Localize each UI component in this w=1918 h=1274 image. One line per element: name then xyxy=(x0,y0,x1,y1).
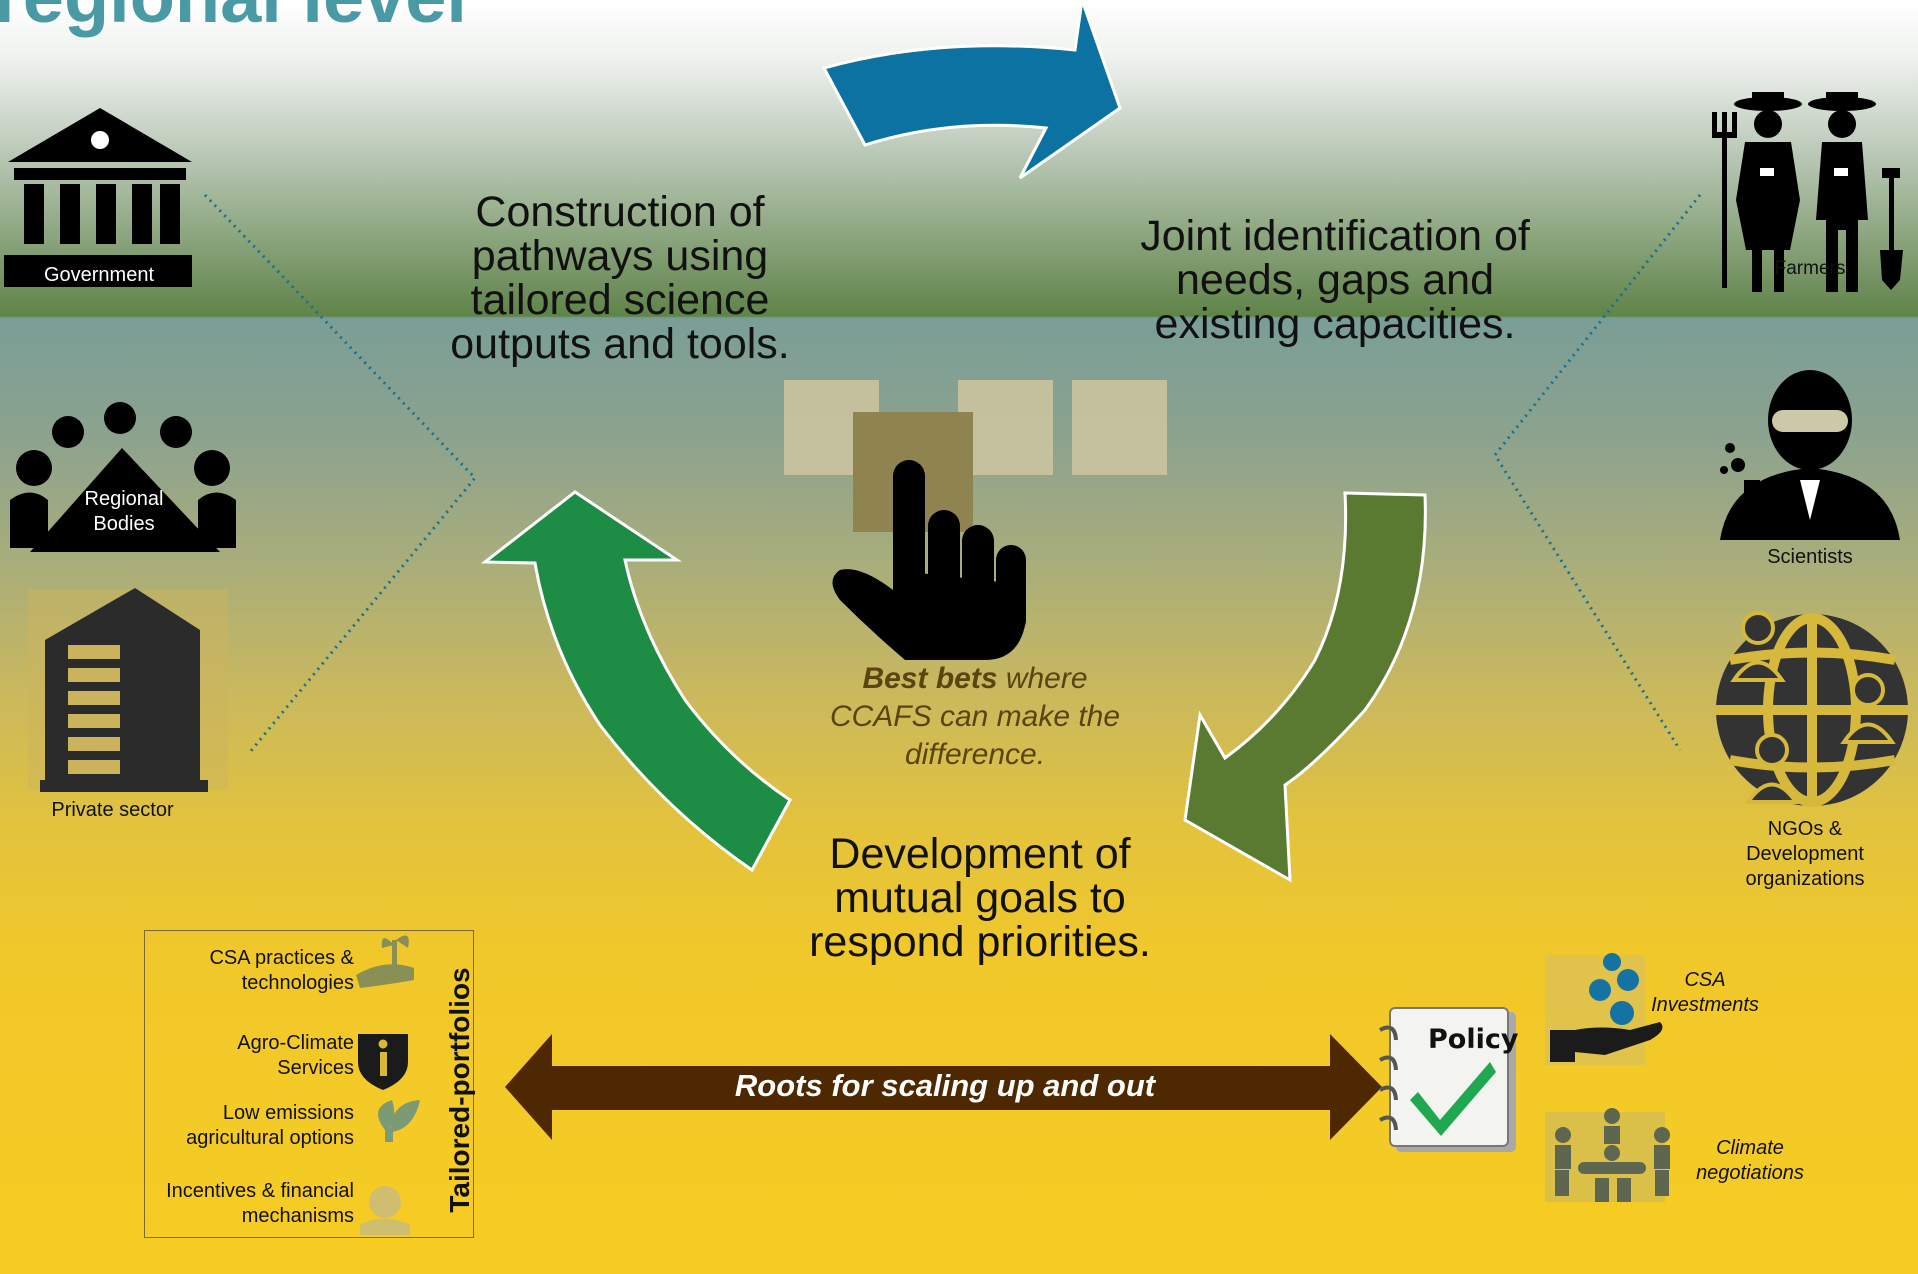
policy-label: Policy xyxy=(1428,1024,1519,1055)
scientists-label: Scientists xyxy=(1767,546,1853,568)
regional-bodies-icon xyxy=(10,402,236,552)
portfolio-line: Incentives & financial xyxy=(166,1180,354,1202)
csa-investments-line: Investments xyxy=(1651,994,1759,1016)
step-joint-text: Joint identification of needs, gaps and … xyxy=(1120,214,1550,346)
portfolio-line: Agro-Climate xyxy=(237,1032,354,1054)
portfolio-line: Services xyxy=(277,1057,354,1079)
farmers-icon xyxy=(1712,92,1903,292)
pointing-hand-icon xyxy=(832,460,1026,660)
step-development-line: Development of xyxy=(829,830,1131,878)
farmers-label: Farmers xyxy=(1774,258,1846,279)
government-icon xyxy=(4,108,192,287)
leaf-icon xyxy=(377,1100,420,1142)
green-cycle-arrow xyxy=(480,490,792,873)
step-joint-line: existing capacities. xyxy=(1154,300,1516,348)
best-bets-squares xyxy=(784,380,1167,532)
scientist-goggles xyxy=(1772,410,1848,520)
portfolio-item-agro-climate: Agro-Climate Services xyxy=(237,1031,354,1081)
portfolio-item-incentives: Incentives & financial mechanisms xyxy=(166,1179,354,1229)
best-bets-line: difference. xyxy=(904,738,1046,771)
best-bets-line: CCAFS can make the xyxy=(829,700,1121,733)
portfolio-item-low-emissions: Low emissions agricultural options xyxy=(186,1101,354,1151)
step-construction-line: tailored science xyxy=(470,276,770,324)
regional-bodies-line: Regional xyxy=(84,488,164,510)
step-construction-line: pathways using xyxy=(471,232,769,280)
step-construction-line: outputs and tools. xyxy=(450,320,790,368)
step-development-line: mutual goals to xyxy=(834,874,1126,922)
incentives-icon xyxy=(360,1186,410,1235)
info-shield-icon xyxy=(358,1034,408,1090)
portfolio-line: Low emissions xyxy=(222,1102,354,1124)
climate-negotiations-line: negotiations xyxy=(1696,1162,1804,1184)
step-joint-line: needs, gaps and xyxy=(1176,256,1494,304)
government-label: Government xyxy=(43,264,155,286)
step-joint-line: Joint identification of xyxy=(1140,212,1530,260)
step-development-text: Development of mutual goals to respond p… xyxy=(790,832,1170,964)
money-hand-icon xyxy=(1545,953,1663,1065)
csa-investments-line: CSA xyxy=(1684,969,1726,991)
best-bets-line: Best bets where xyxy=(800,660,1150,698)
best-bets-text: Best bets where CCAFS can make the diffe… xyxy=(800,660,1150,774)
step-development-line: respond priorities. xyxy=(809,918,1151,966)
ngos-label: NGOs & Development organizations xyxy=(1720,817,1890,892)
portfolio-line: mechanisms xyxy=(241,1205,354,1227)
blue-cycle-arrow xyxy=(821,0,1122,180)
left-bracket-line xyxy=(203,193,478,753)
olive-cycle-arrow xyxy=(1183,491,1427,883)
private-sector-label: Private sector xyxy=(51,799,174,821)
ngos-line: NGOs & xyxy=(1767,818,1843,840)
seedling-hand-icon xyxy=(356,935,414,988)
csa-investments-label: CSA Investments xyxy=(1640,968,1770,1018)
roots-double-arrow xyxy=(505,1034,1382,1140)
page-title: regional level xyxy=(0,0,467,34)
portfolio-item-csa: CSA practices & technologies xyxy=(209,946,354,996)
step-construction-text: Construction of pathways using tailored … xyxy=(440,190,800,366)
regional-bodies-label: Regional Bodies xyxy=(64,487,184,537)
best-bets-rest: where xyxy=(997,662,1088,695)
ngos-line: Development xyxy=(1746,843,1864,865)
tailored-portfolio-box: CSA practices & technologies Agro-Climat… xyxy=(144,930,474,1238)
portfolio-line: agricultural options xyxy=(186,1127,354,1149)
roots-arrow-label: Roots for scaling up and out xyxy=(734,1068,1156,1103)
portfolio-line: CSA practices & xyxy=(209,947,354,969)
tailored-portfolios-label: Tailored-portfolios xyxy=(444,967,475,1213)
policy-notebook-icon xyxy=(1379,1007,1516,1152)
ngo-globe-icon xyxy=(1716,611,1908,807)
regional-bodies-line: Bodies xyxy=(93,513,155,535)
climate-negotiations-label: Climate negotiations xyxy=(1680,1136,1820,1186)
best-bets-bold: Best bets xyxy=(862,662,998,695)
climate-negotiations-line: Climate xyxy=(1716,1137,1784,1159)
private-sector-icon xyxy=(28,588,228,792)
step-construction-line: Construction of xyxy=(475,188,765,236)
meeting-table-icon xyxy=(1545,1108,1670,1202)
ngos-line: organizations xyxy=(1745,868,1865,890)
portfolio-line: technologies xyxy=(241,972,354,994)
